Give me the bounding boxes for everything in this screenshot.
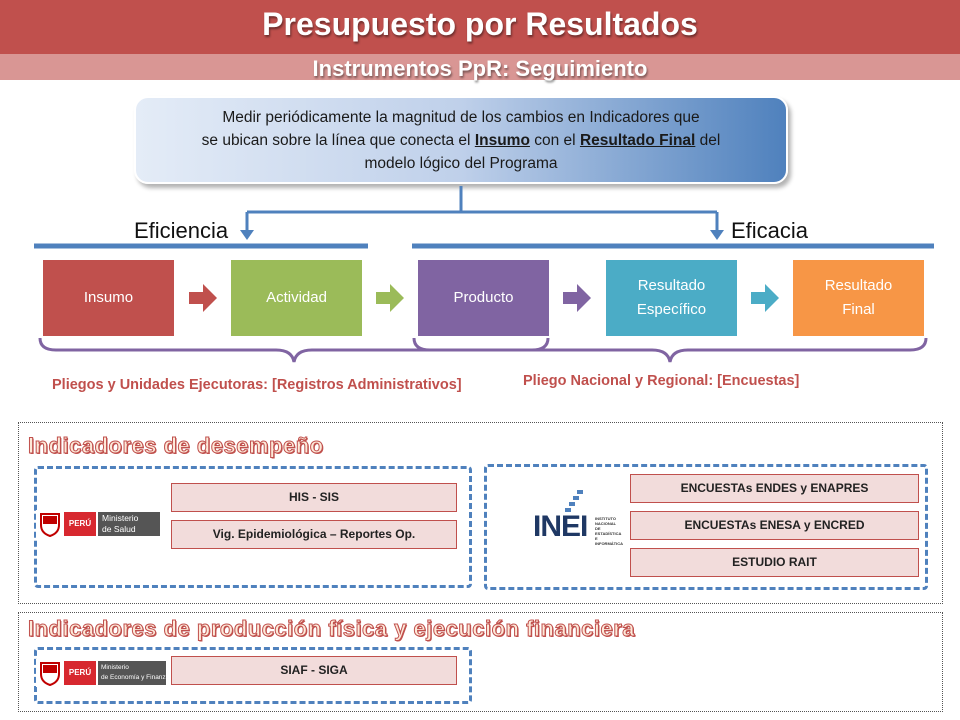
stage-producto: Producto: [418, 260, 549, 336]
description-line-2: se ubican sobre la línea que conecta el …: [136, 129, 786, 152]
inei-box: [484, 464, 928, 590]
section-produccion-financiera-title: Indicadores de producción física y ejecu…: [27, 616, 636, 642]
eficiencia-label: Eficiencia: [134, 218, 229, 243]
stage-resultado-especifico-line1: Resultado: [637, 277, 706, 294]
group-right-label: Pliego Nacional y Regional: [Encuestas]: [523, 373, 800, 389]
group-braces: [38, 337, 928, 363]
description-line-2-mid: con el: [534, 132, 576, 149]
mef-name-line2: de Economía y Finanzas: [101, 674, 166, 681]
stage-resultado-especifico-line2: Específico: [636, 301, 707, 318]
stage-insumo: Insumo: [43, 260, 174, 336]
minsa-peru-flag: PERÚ: [64, 512, 96, 536]
minsa-name-block: Ministerio de Salud: [98, 512, 160, 536]
source-vig-epidemiologica: Vig. Epidemiológica – Reportes Op.: [171, 520, 457, 549]
stage-actividad: Actividad: [231, 260, 362, 336]
arrow-producto-resultado-especifico: [563, 284, 591, 312]
mef-peru-flag: PERÚ: [64, 661, 96, 685]
description-line-3: modelo lógico del Programa: [364, 155, 558, 172]
page-subtitle: Instrumentos PpR: Seguimiento: [312, 56, 648, 81]
stage-resultado-final: Resultado Final: [793, 260, 924, 336]
peru-shield-icon: [40, 662, 60, 686]
mef-box: [34, 647, 472, 704]
description-line-1: Medir periódicamente la magnitud de los …: [222, 109, 700, 126]
page-title: Presupuesto por Resultados: [262, 6, 698, 42]
section-produccion-financiera: [18, 612, 943, 712]
inei-bars-icon: [565, 490, 583, 512]
eficacia-label: Eficacia: [731, 218, 809, 243]
stage-resultado-final-line2: Final: [842, 301, 875, 318]
resultado-final-emphasis: Resultado Final: [579, 132, 696, 149]
connector-right-arrowhead: [710, 230, 724, 240]
connector-left-arrowhead: [240, 230, 254, 240]
stage-producto-label: Producto: [453, 289, 514, 306]
subtitle-bar: [0, 54, 960, 80]
stage-resultado-especifico: Resultado Específico: [606, 260, 737, 336]
brace-right: [412, 337, 928, 363]
mef-name-line1: Ministerio: [101, 664, 129, 671]
inei-sub-1: INSTITUTO: [595, 516, 617, 521]
inei-sub-4: ESTADÍSTICA E: [595, 531, 622, 541]
inei-logo: INEI INSTITUTO NACIONAL DE ESTADÍSTICA E…: [533, 490, 623, 546]
inei-wordmark: INEI: [533, 510, 588, 543]
mef-name-block: Ministerio de Economía y Finanzas: [98, 661, 166, 685]
stage-insumo-label: Insumo: [83, 289, 134, 306]
peru-shield-icon: [40, 513, 60, 537]
arrow-insumo-actividad: [189, 284, 217, 312]
inei-sub-5: INFORMÁTICA: [595, 541, 623, 546]
mef-logo: PERÚ Ministerio de Economía y Finanzas: [36, 659, 166, 687]
description-line-2-post: del: [699, 132, 721, 149]
description-line-2-pre: se ubican sobre la línea que conecta el: [201, 132, 471, 149]
minsa-name-line2: de Salud: [102, 524, 136, 534]
minsa-box: [34, 466, 472, 588]
inei-sub-3: DE: [595, 526, 601, 531]
section-indicadores-desempeno-title: Indicadores de desempeño: [28, 433, 324, 459]
group-left-label: Pliegos y Unidades Ejecutoras: [Registro…: [52, 377, 462, 393]
inei-sub-2: NACIONAL: [595, 521, 617, 526]
source-enesa-encred: ENCUESTAs ENESA y ENCRED: [630, 511, 919, 540]
source-his-sis: HIS - SIS: [171, 483, 457, 512]
inei-subtitle: INSTITUTO NACIONAL DE ESTADÍSTICA E INFO…: [595, 516, 623, 546]
arrow-actividad-producto: [376, 284, 404, 312]
source-endes-enapres: ENCUESTAs ENDES y ENAPRES: [630, 474, 919, 503]
minsa-logo: PERÚ Ministerio de Salud: [36, 510, 162, 538]
branch-connectors: [34, 186, 934, 249]
section-indicadores-desempeno: [18, 422, 943, 604]
stage-resultado-final-line1: Resultado: [824, 277, 893, 294]
minsa-name-line1: Ministerio: [102, 513, 139, 523]
stage-actividad-label: Actividad: [266, 289, 327, 306]
source-estudio-rait: ESTUDIO RAIT: [630, 548, 919, 577]
insumo-emphasis: Insumo: [474, 132, 530, 149]
source-siaf-siga: SIAF - SIGA: [171, 656, 457, 685]
arrow-resultado-especifico-final: [751, 284, 779, 312]
title-bar: [0, 0, 960, 54]
description-box: Medir periódicamente la magnitud de los …: [134, 96, 788, 184]
